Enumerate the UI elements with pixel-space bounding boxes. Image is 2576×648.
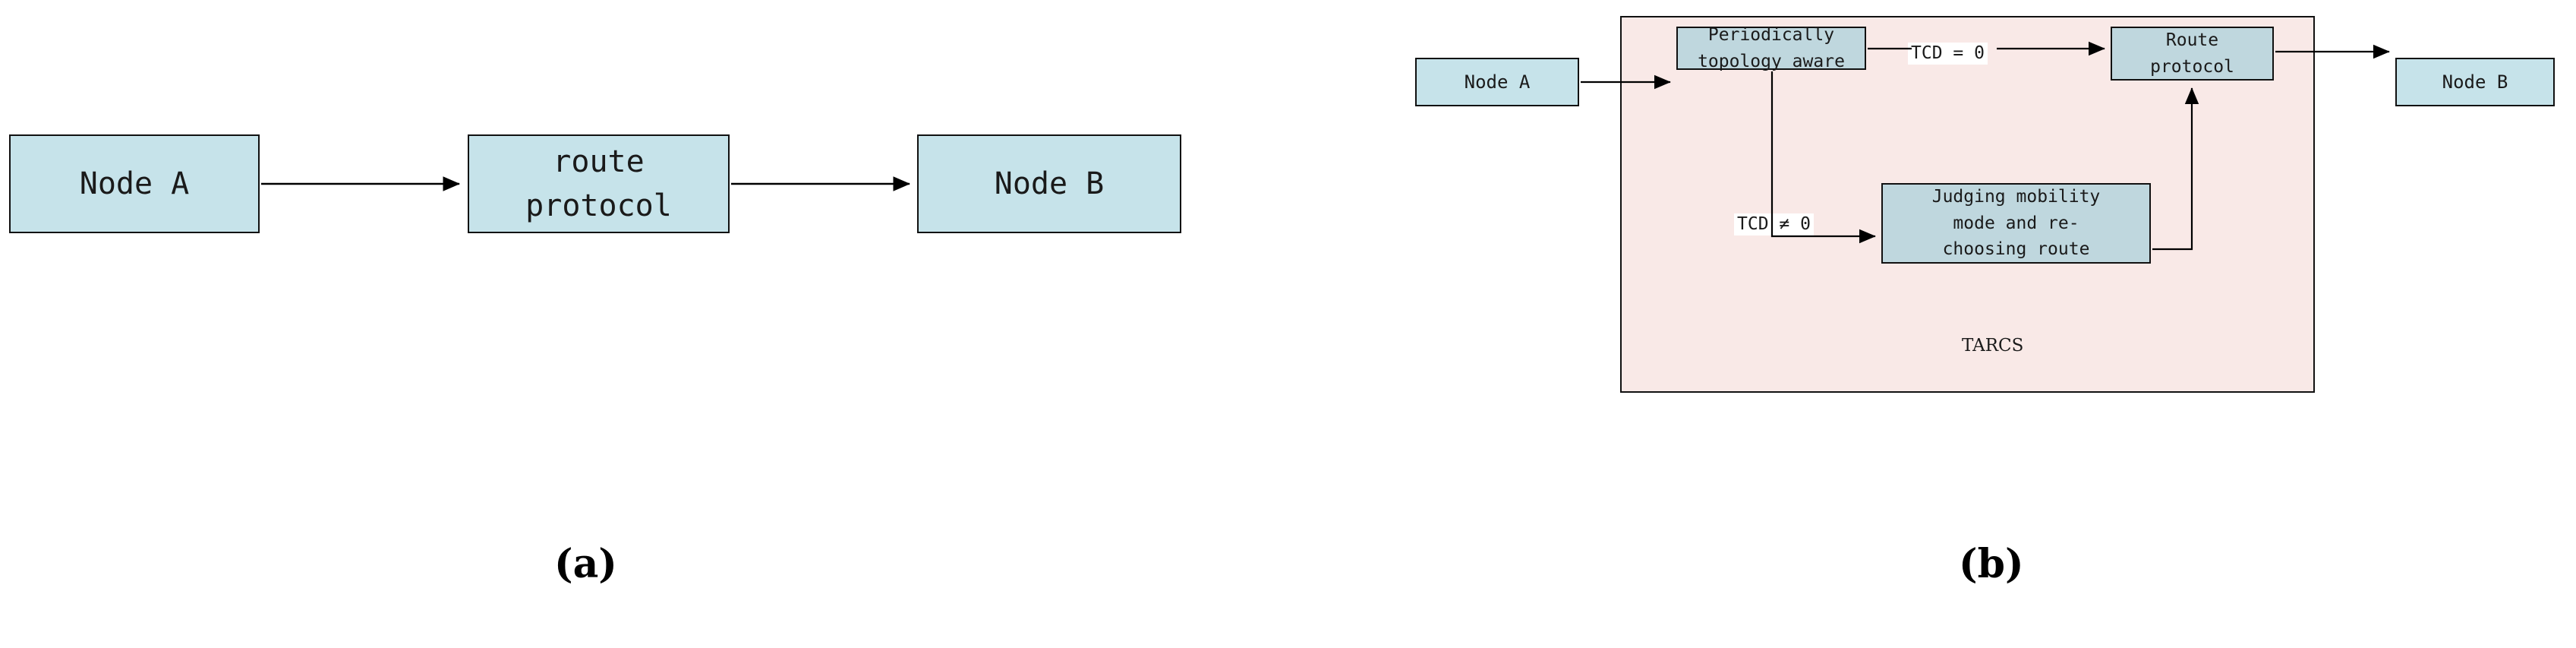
panel-b-node-a-box[interactable]: Node A bbox=[1415, 58, 1579, 106]
panel-a-node-a-box[interactable]: Node A bbox=[9, 134, 260, 233]
tarcs-label: TARCS bbox=[1962, 336, 2024, 356]
panel-a-route-protocol-box[interactable]: route protocol bbox=[468, 134, 730, 233]
panel-b-node-b-box[interactable]: Node B bbox=[2395, 58, 2555, 106]
panel-a-node-b-box[interactable]: Node B bbox=[917, 134, 1181, 233]
panel-a-caption: (a) bbox=[554, 541, 617, 587]
panel-b-periodically-topology-aware-box[interactable]: Periodically topology aware bbox=[1676, 25, 1866, 71]
panel-b-edge-label-tcd-neq-0: TCD ≠ 0 bbox=[1734, 213, 1814, 236]
panel-b-edge-label-tcd-eq-0: TCD = 0 bbox=[1908, 43, 1988, 65]
panel-b-judging-mobility-mode-box[interactable]: Judging mobility mode and re- choosing r… bbox=[1881, 183, 2151, 264]
panel-b-caption: (b) bbox=[1959, 541, 2024, 587]
panel-b-route-protocol-box[interactable]: Route protocol bbox=[2111, 27, 2274, 81]
